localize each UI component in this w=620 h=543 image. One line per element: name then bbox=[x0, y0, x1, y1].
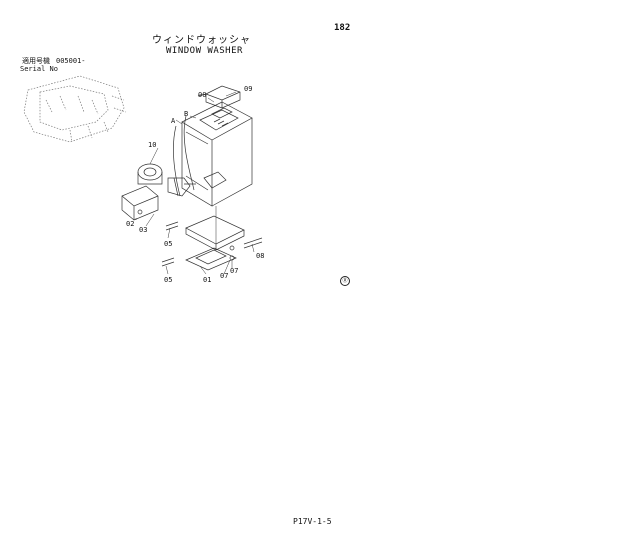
washer-pump bbox=[137, 163, 227, 197]
hoses bbox=[173, 115, 195, 197]
washer-tank bbox=[181, 101, 253, 207]
callout-label: 03 bbox=[139, 226, 148, 234]
serial-value: 005001- bbox=[56, 57, 86, 65]
lower-bracket bbox=[185, 247, 237, 271]
callout-label: 05 bbox=[164, 276, 173, 284]
callout-label: 07 bbox=[220, 272, 229, 280]
callout-label: B bbox=[184, 110, 189, 118]
callout-label: 09 bbox=[244, 85, 253, 93]
title-japanese: ウィンドウォッシャ bbox=[152, 35, 251, 46]
page-number: 182 bbox=[334, 23, 351, 33]
callout-label: 10 bbox=[148, 141, 157, 149]
tank-cap bbox=[197, 85, 241, 109]
footer-code: P17V-1-5 bbox=[293, 517, 332, 526]
callout-label: 00 bbox=[198, 91, 207, 99]
machine-inset bbox=[23, 75, 127, 143]
leader-lines bbox=[135, 91, 255, 275]
callout-label: 01 bbox=[203, 276, 212, 284]
callout-label: 07 bbox=[230, 267, 239, 275]
callout-label: 02 bbox=[126, 220, 135, 228]
callout-label: A bbox=[171, 117, 176, 125]
registered-mark: Ⓡ bbox=[340, 276, 350, 286]
bolts bbox=[161, 221, 263, 267]
callout-label: 05 bbox=[164, 240, 173, 248]
callout-label: 08 bbox=[256, 252, 265, 260]
base-plate bbox=[185, 215, 245, 251]
serial-label-japanese: 適用号機 bbox=[22, 57, 50, 65]
pump-bracket bbox=[121, 185, 159, 221]
serial-label-english: Serial No bbox=[20, 65, 58, 73]
title-english: WINDOW WASHER bbox=[166, 46, 243, 56]
